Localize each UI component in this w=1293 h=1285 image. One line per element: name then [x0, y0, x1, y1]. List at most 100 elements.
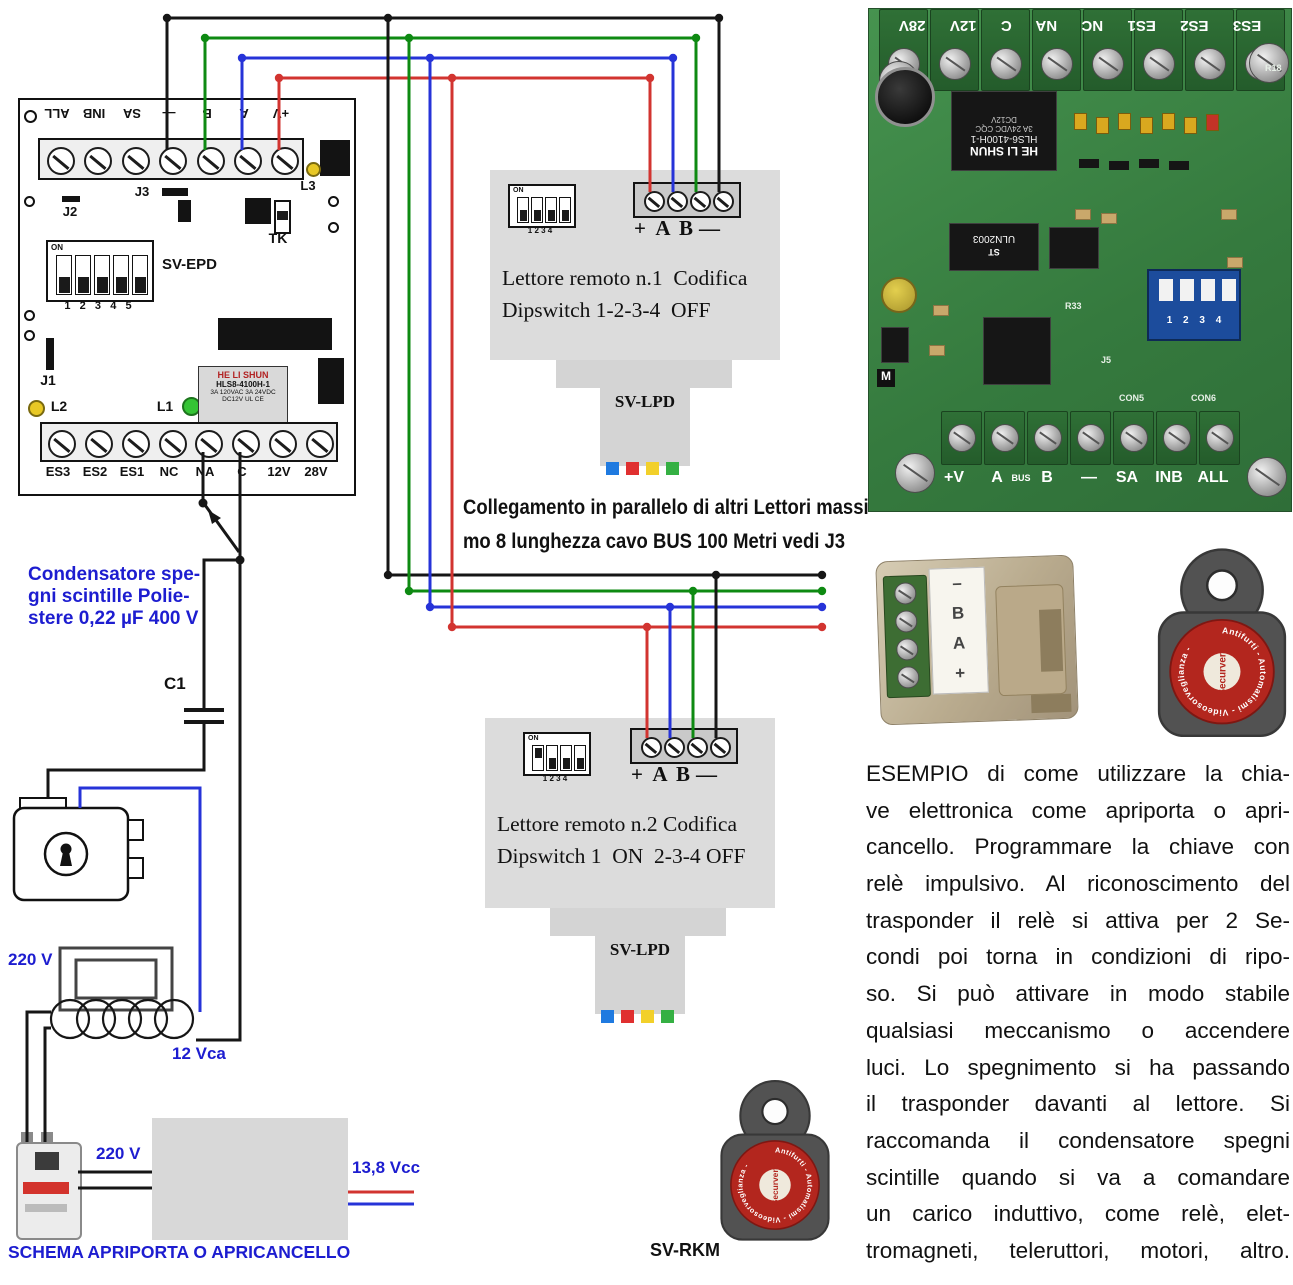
transformer-secondary-label: 12 Vca: [172, 1044, 226, 1063]
module-sticker-minus: –: [951, 573, 963, 593]
terminal-screw: [48, 430, 76, 458]
resistor: [1079, 159, 1099, 168]
pcb-terminal-block: [981, 9, 1030, 91]
jumper-j3-pins: [162, 188, 188, 196]
electrolytic-capacitor: [875, 67, 935, 127]
relay-rating2: 3A 24VDC: [245, 389, 276, 396]
relay: HE LI SHUN HLS8-4100H-1 3A 120VAC 3A 24V…: [198, 366, 288, 423]
paragraph-line: luci. Lo spegnimento si ha passando: [866, 1054, 1290, 1080]
led-l2-label: L2: [50, 398, 68, 414]
terminal-screw: [232, 430, 260, 458]
condenser-note-line3: stere 0,22 µF 400 V: [28, 608, 199, 629]
wire-end-yellow: [646, 462, 659, 475]
terminal-label-sa: SA: [122, 106, 142, 121]
junction-dot: [198, 498, 208, 508]
reader1-dipswitch: ON: [508, 184, 576, 228]
terminal-screw: [893, 582, 917, 605]
pcb-label-bus: BUS: [1011, 473, 1031, 483]
wire-end-green: [666, 462, 679, 475]
dip-switch-2: [531, 197, 543, 223]
terminal-label-c: C: [237, 464, 247, 479]
terminal-label-minus: —: [162, 106, 176, 121]
mounting-hole: [328, 196, 339, 207]
resistor: [1169, 161, 1189, 170]
smd-capacitor: [929, 345, 945, 356]
keyfob-photo-bottom: [720, 1080, 830, 1241]
component-block: [320, 140, 350, 176]
terminal-screw: [195, 430, 223, 458]
led: [1162, 113, 1175, 130]
dip-switch-3: [94, 255, 110, 295]
reader1-stem-top: [556, 360, 732, 388]
capacitor-wire-bottom: [46, 724, 206, 800]
reader2-stem-top: [550, 908, 726, 936]
pcb-label-all: ALL: [1197, 469, 1229, 486]
terminal-screw: [641, 737, 662, 758]
terminal-screw: [690, 191, 711, 212]
led-l1-label: L1: [156, 398, 174, 414]
smd-capacitor: [933, 305, 949, 316]
dip-switch-2: [1180, 279, 1194, 301]
breaker-red-band: [23, 1182, 69, 1194]
pcb-relay-model: HLS6-4100H-1: [970, 133, 1038, 144]
led-l3-label: L3: [300, 178, 316, 193]
terminal-screw: [122, 147, 150, 175]
terminal-screw: [269, 430, 297, 458]
reader2-title-line2: Dipswitch 1 ON 2-3-4 OFF: [497, 844, 746, 868]
ic-model: ULN2003: [972, 233, 1016, 244]
led: [1140, 117, 1153, 134]
capacitor-wire-top: [202, 558, 240, 708]
pcb-terminal-block: [984, 411, 1025, 465]
board-name: SV-EPD: [162, 256, 218, 273]
dip-switch-4: [1222, 279, 1236, 301]
resistor: [1139, 159, 1159, 168]
module-sticker-b: B: [951, 603, 965, 623]
breaker-toggle: [35, 1152, 59, 1170]
terminal-screw: [47, 147, 75, 175]
module-connector-block: [995, 583, 1067, 697]
condenser-note-line1: Condensatore spe-: [28, 564, 201, 585]
terminal-screw: [306, 430, 334, 458]
pcb-relay: HE LI SHUN HLS6-4100H-1 3A 24VDC CQC DC1…: [951, 91, 1057, 171]
pcb-top-labels: ES3 ES2 ES1 NC NA C 12V 28V: [898, 17, 1262, 34]
wire-end-red: [621, 1010, 634, 1023]
dip-switch-2: [75, 255, 91, 295]
reader2-terminal-b: B: [675, 762, 690, 786]
reader1-connector-label: SV-LPD: [614, 392, 676, 411]
relay-contact-arm: [203, 504, 241, 553]
terminal-label-es2: ES2: [82, 464, 108, 479]
led: [1118, 113, 1131, 130]
terminal-label-na: NA: [195, 464, 215, 479]
reader2-connector-label: SV-LPD: [609, 940, 671, 959]
pcb-photo: ES3 ES2 ES1 NC NA C 12V 28V HE LI SHUN H…: [868, 8, 1292, 512]
silk-con5: CON5: [1119, 393, 1145, 403]
led: [1096, 117, 1109, 134]
pcb-label-a: A: [991, 469, 1003, 486]
relay-cert-marks: UL CE: [244, 396, 264, 403]
transformer-drawing: [49, 946, 195, 1040]
pcb-terminal-block: [1199, 411, 1240, 465]
smd-capacitor: [1101, 213, 1117, 224]
pcb-terminal-block: [1032, 9, 1081, 91]
keyfob-product-label: SV-RKM: [650, 1240, 721, 1260]
paragraph-line: qualsiasi meccanismo o accendere: [866, 1017, 1290, 1043]
reader1-terminal-plus: +: [634, 216, 646, 240]
terminal-screw: [85, 430, 113, 458]
terminal-screw: [271, 147, 299, 175]
pcb-terminal-block: [941, 411, 982, 465]
mounting-hole: [24, 110, 37, 123]
paragraph-line: relè impulsivo. Al riconoscimento del: [866, 871, 1290, 897]
terminal-label-a: A: [239, 106, 249, 121]
mains-wire-1: [25, 1010, 51, 1142]
reader1-title-line2: Dipswitch 1-2-3-4 OFF: [502, 298, 711, 322]
ic-brand: ST: [988, 247, 1000, 257]
pcb-terminal-block: [1027, 411, 1068, 465]
breaker-pole: [41, 1132, 53, 1142]
jumper-tk: [274, 200, 291, 234]
pcb-label-b: B: [1041, 469, 1053, 486]
pcb-dip-numbers: 1 2 3 4: [1166, 315, 1222, 326]
keyfob-photo-top-right: [1157, 548, 1287, 738]
paragraph-line: cancello. Programmare la chiave con: [866, 834, 1290, 860]
wire-end-blue: [601, 1010, 614, 1023]
terminal-screw: [895, 638, 919, 661]
